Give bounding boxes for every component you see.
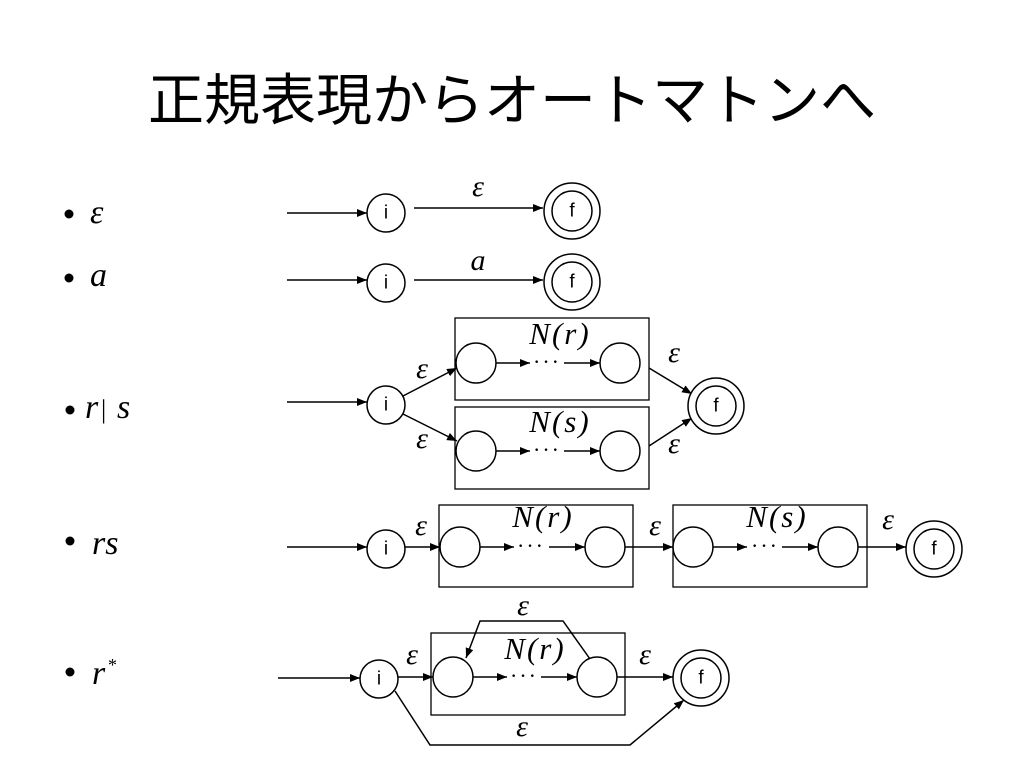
transition-label: ε: [517, 589, 529, 622]
bullet-expression: a: [90, 257, 107, 294]
initial-state: [366, 529, 406, 569]
expr-s: s: [117, 389, 130, 426]
expr-superscript: *: [108, 655, 117, 675]
transition-label: ε: [415, 509, 427, 542]
row-concatenation: rs i ε N(r) ··· ε N(s) ··· ε: [65, 499, 963, 588]
subautomaton-ns: N(s) ···: [454, 404, 650, 490]
transition-label: ε: [416, 422, 428, 455]
transition-label: ε: [472, 170, 484, 203]
slide-title: 正規表現からオートマトンへ: [148, 69, 876, 134]
initial-state-label: i: [384, 203, 388, 224]
initial-state-label: i: [377, 669, 381, 690]
ellipsis: ···: [533, 349, 561, 374]
sub-end-state: [599, 430, 641, 472]
transition-label: ε: [668, 336, 680, 369]
sub-end-state: [599, 342, 641, 384]
subautomaton-box: [430, 632, 626, 716]
skip-arrow: [394, 690, 685, 746]
transition-label: ε: [639, 638, 651, 671]
final-state-inner-ring: [680, 657, 722, 699]
transition-label: ε: [668, 427, 680, 460]
initial-state: [359, 659, 399, 699]
transition-label: ε: [406, 638, 418, 671]
subautomaton-label: N(s): [528, 404, 590, 439]
subautomaton-label: N(r): [503, 631, 565, 666]
initial-state-label: i: [384, 539, 388, 560]
transition-label: ε: [416, 352, 428, 385]
bullet-marker: [64, 273, 74, 283]
expr-r: r: [85, 389, 99, 426]
final-state-label: f: [698, 668, 704, 689]
ellipsis: ···: [517, 533, 545, 558]
ellipsis: ···: [533, 437, 561, 462]
final-state-inner-ring: [551, 190, 593, 232]
bullet-expression: ε: [90, 194, 104, 231]
loop-back-arrow: [465, 620, 591, 660]
subautomaton-box: [454, 406, 650, 490]
row-union: r| s i ε ε N(r) ··· N(s) ··· ε ε: [65, 316, 745, 490]
final-state-inner-ring: [695, 385, 737, 427]
initial-state-label: i: [384, 395, 388, 416]
transition-label: ε: [649, 509, 661, 542]
transition-arrow: [402, 413, 458, 442]
transition-arrow: [648, 367, 693, 395]
subautomaton-label: N(r): [528, 316, 590, 351]
expr-bar: |: [101, 395, 106, 424]
transition-label: ε: [882, 503, 894, 536]
subautomaton-label: N(r): [511, 499, 573, 534]
initial-state: [366, 263, 406, 303]
transition-label: ε: [516, 710, 528, 743]
sub-start-state: [455, 430, 497, 472]
sub-end-state: [576, 656, 618, 698]
subautomaton-nr: N(r) ···: [438, 499, 634, 588]
final-state-label: f: [569, 272, 575, 293]
transition-arrow: [402, 367, 458, 397]
transition-label: a: [471, 244, 486, 277]
sub-start-state: [432, 656, 474, 698]
sub-start-state: [439, 526, 481, 568]
subautomaton-nr: N(r) ···: [430, 631, 626, 716]
row-symbol: a i a f: [64, 244, 601, 311]
bullet-expression: r*: [92, 655, 117, 692]
bullet-expression: r| s: [85, 389, 130, 426]
ellipsis: ···: [751, 533, 779, 558]
bullet-marker: [65, 667, 75, 677]
subautomaton-nr: N(r) ···: [454, 316, 650, 401]
final-state-inner-ring: [913, 528, 955, 570]
initial-state-label: i: [384, 273, 388, 294]
initial-state: [366, 193, 406, 233]
row-kleene-star: r* i ε N(r) ··· ε ε f ε: [65, 589, 730, 746]
bullet-marker: [65, 405, 75, 415]
bullet-marker: [64, 209, 74, 219]
subautomaton-ns: N(s) ···: [672, 499, 868, 588]
subautomaton-label: N(s): [745, 499, 807, 534]
initial-state: [366, 385, 406, 425]
final-state-label: f: [931, 539, 937, 560]
transition-arrow: [648, 417, 693, 447]
row-epsilon: ε i ε f: [64, 170, 601, 240]
bullet-marker: [65, 536, 75, 546]
sub-start-state: [672, 526, 714, 568]
subautomaton-box: [438, 504, 634, 588]
sub-end-state: [817, 526, 859, 568]
subautomaton-box: [454, 317, 650, 401]
sub-end-state: [584, 526, 626, 568]
bullet-expression: rs: [92, 525, 118, 562]
final-state-inner-ring: [551, 261, 593, 303]
ellipsis: ···: [510, 663, 538, 688]
final-state-label: f: [713, 396, 719, 417]
sub-start-state: [455, 342, 497, 384]
final-state-label: f: [569, 201, 575, 222]
expr-base: r: [92, 655, 106, 692]
